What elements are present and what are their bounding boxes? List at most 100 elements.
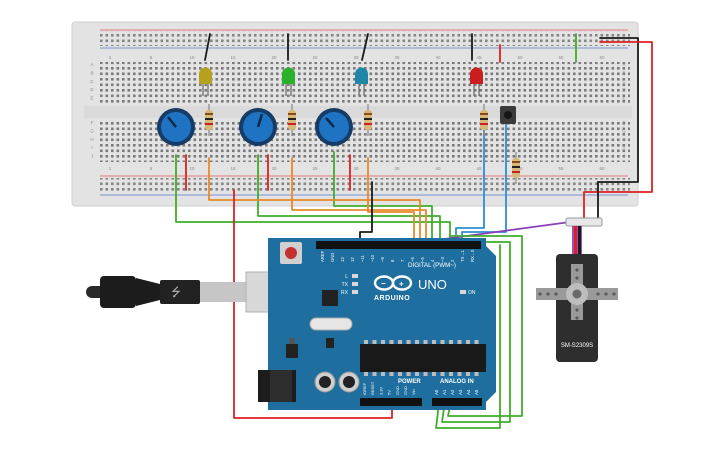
horn-hole [546, 292, 550, 296]
column-number: 40 [435, 55, 441, 60]
column-number: 20 [271, 55, 277, 60]
digital-label: DIGITAL (PWM~) [408, 262, 456, 269]
chip-pin [449, 372, 453, 376]
digital-pin-label: GND [330, 253, 335, 262]
row-letter: C [622, 79, 626, 84]
wire-orange-2 [291, 157, 427, 246]
row-letter: E [90, 96, 93, 101]
wire-orange-1 [208, 157, 421, 246]
digital-pin-label: ~5 [420, 257, 425, 262]
chip-pin [432, 372, 436, 376]
horn-hole [554, 292, 558, 296]
digital-pin-label: 12 [350, 257, 355, 262]
usb-cable: ⭍ [86, 271, 291, 313]
digital-pin-label: 7 [400, 259, 405, 262]
row-letter: H [90, 137, 93, 142]
board-led [352, 274, 358, 278]
column-number: 10 [189, 55, 195, 60]
analog-label: ANALOG IN [440, 379, 474, 385]
column-number: 1 [109, 55, 112, 60]
column-number: 50 [517, 55, 523, 60]
chip-pin [406, 340, 411, 344]
row-letter: J [623, 154, 625, 159]
column-number: 1 [109, 166, 112, 171]
chip-pin [372, 372, 377, 376]
digital-pin-label: ~10 [370, 254, 375, 262]
chip-pin [432, 340, 436, 344]
chip-pin [364, 340, 368, 344]
resistors [205, 104, 520, 184]
wire-red-rail-right [583, 41, 653, 219]
wire-black-rail-right [597, 37, 639, 183]
chip-pin [466, 372, 470, 376]
digital-pin-label: 8 [390, 259, 395, 262]
column-number: 45 [476, 166, 482, 171]
chip-pin [381, 340, 385, 344]
digital-pin-label: AREF [320, 250, 325, 262]
chip-pins [364, 340, 479, 376]
column-number: 5 [150, 166, 153, 171]
on-label: ON [468, 290, 476, 296]
resistor-5 [512, 152, 520, 184]
power-pin-label: 5V [387, 390, 392, 395]
row-letter: E [622, 96, 625, 101]
power-pin-label: Vin [411, 389, 416, 395]
digital-pin-label: RX←0 [470, 249, 475, 262]
potentiometers [157, 108, 353, 146]
wire-black-led3 [361, 33, 369, 61]
chip-pin [381, 372, 385, 376]
column-number: 60 [599, 166, 605, 171]
board-led-label: TX [342, 282, 349, 288]
model-label: UNO [418, 277, 447, 292]
chip-pin [389, 372, 394, 376]
digital-pin-label: ~6 [410, 257, 415, 262]
chip-pin [423, 372, 428, 376]
chip-pin [406, 372, 411, 376]
svg-text:−: − [381, 279, 386, 288]
chip-pin [440, 372, 445, 376]
potentiometer-1 [157, 108, 195, 146]
resistor-4 [480, 104, 488, 136]
arduino-logo: − + [373, 275, 413, 291]
wire-green-a0 [435, 244, 501, 429]
led-yellow [199, 67, 212, 96]
column-number: 30 [353, 55, 359, 60]
column-number: 25 [312, 55, 318, 60]
row-letter: A [622, 62, 625, 67]
column-number: 60 [599, 55, 605, 60]
horn-hole [575, 276, 579, 280]
column-number: 45 [476, 55, 482, 60]
analog-pin-label: A1 [442, 389, 447, 395]
chip-pin [440, 340, 445, 344]
servo-horn-holes [538, 268, 616, 320]
analog-pin-label: A3 [458, 389, 463, 395]
pushbutton [500, 106, 516, 124]
chip-pin [474, 340, 479, 344]
board-led [352, 290, 358, 294]
horn-hole [596, 292, 600, 296]
row-letter: G [90, 128, 94, 133]
chip-pin [398, 340, 402, 344]
horn-hole [612, 292, 616, 296]
power-pin-label: 3.3V [378, 386, 383, 395]
led-green [282, 67, 295, 96]
wire-green-pot2 [257, 154, 441, 246]
column-number: 30 [353, 166, 359, 171]
chip-pin [364, 372, 368, 376]
wire-green-pot3 [333, 151, 433, 246]
digital-pin-label: ~3 [440, 257, 445, 262]
wire-green-pot1 [175, 154, 451, 246]
horn-hole [575, 308, 579, 312]
usb-icon: ⭍ [171, 285, 181, 299]
brand-label: ARDUINO [374, 295, 410, 302]
servo-model-label: SM-S2309S [561, 343, 593, 349]
row-letter: B [622, 70, 625, 75]
resistor-2 [288, 104, 296, 136]
wire-orange-3 [367, 157, 415, 246]
power-label: POWER [398, 379, 421, 385]
chip-pin [466, 340, 470, 344]
